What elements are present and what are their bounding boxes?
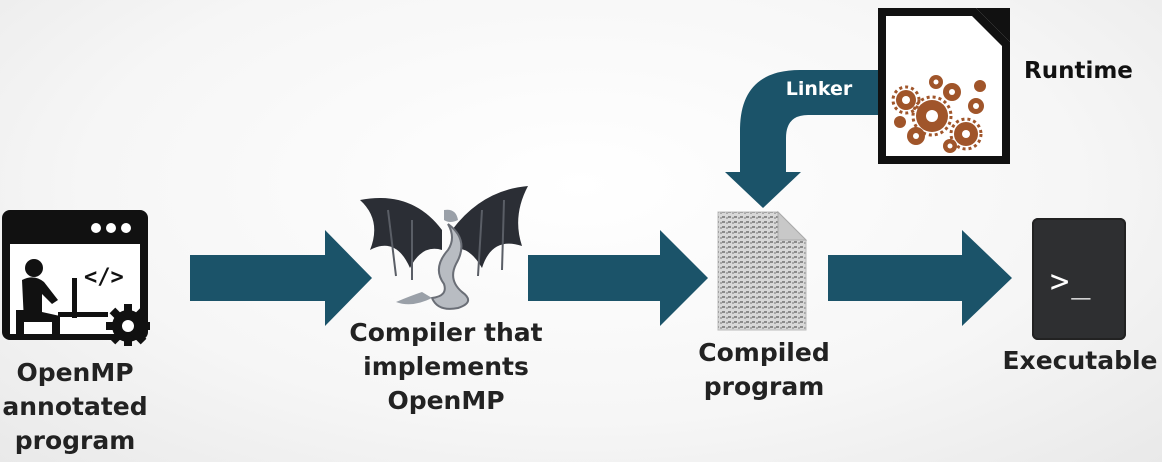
compiled-label: Compiled program — [698, 338, 830, 401]
llvm-dragon-icon — [352, 180, 532, 320]
svg-text:</>: </> — [84, 265, 124, 290]
arrow-compiler-to-compiled — [528, 230, 708, 326]
terminal-prompt: >_ — [1050, 262, 1093, 300]
gears-document-icon — [876, 6, 1012, 166]
compiler-label: Compiler that implements OpenMP — [349, 318, 543, 415]
linker-label: Linker — [785, 78, 853, 100]
source-label: OpenMP annotated program — [2, 358, 148, 455]
terminal-icon: >_ — [1032, 218, 1126, 340]
arrow-source-to-compiler — [190, 230, 372, 326]
arrow-compiled-to-executable — [828, 230, 1012, 326]
developer-window-icon: </> — [0, 208, 152, 348]
binary-file-icon — [716, 210, 808, 332]
executable-label: Executable — [1002, 346, 1158, 375]
arrow-linker — [725, 70, 880, 208]
runtime-label: Runtime — [1024, 58, 1133, 84]
